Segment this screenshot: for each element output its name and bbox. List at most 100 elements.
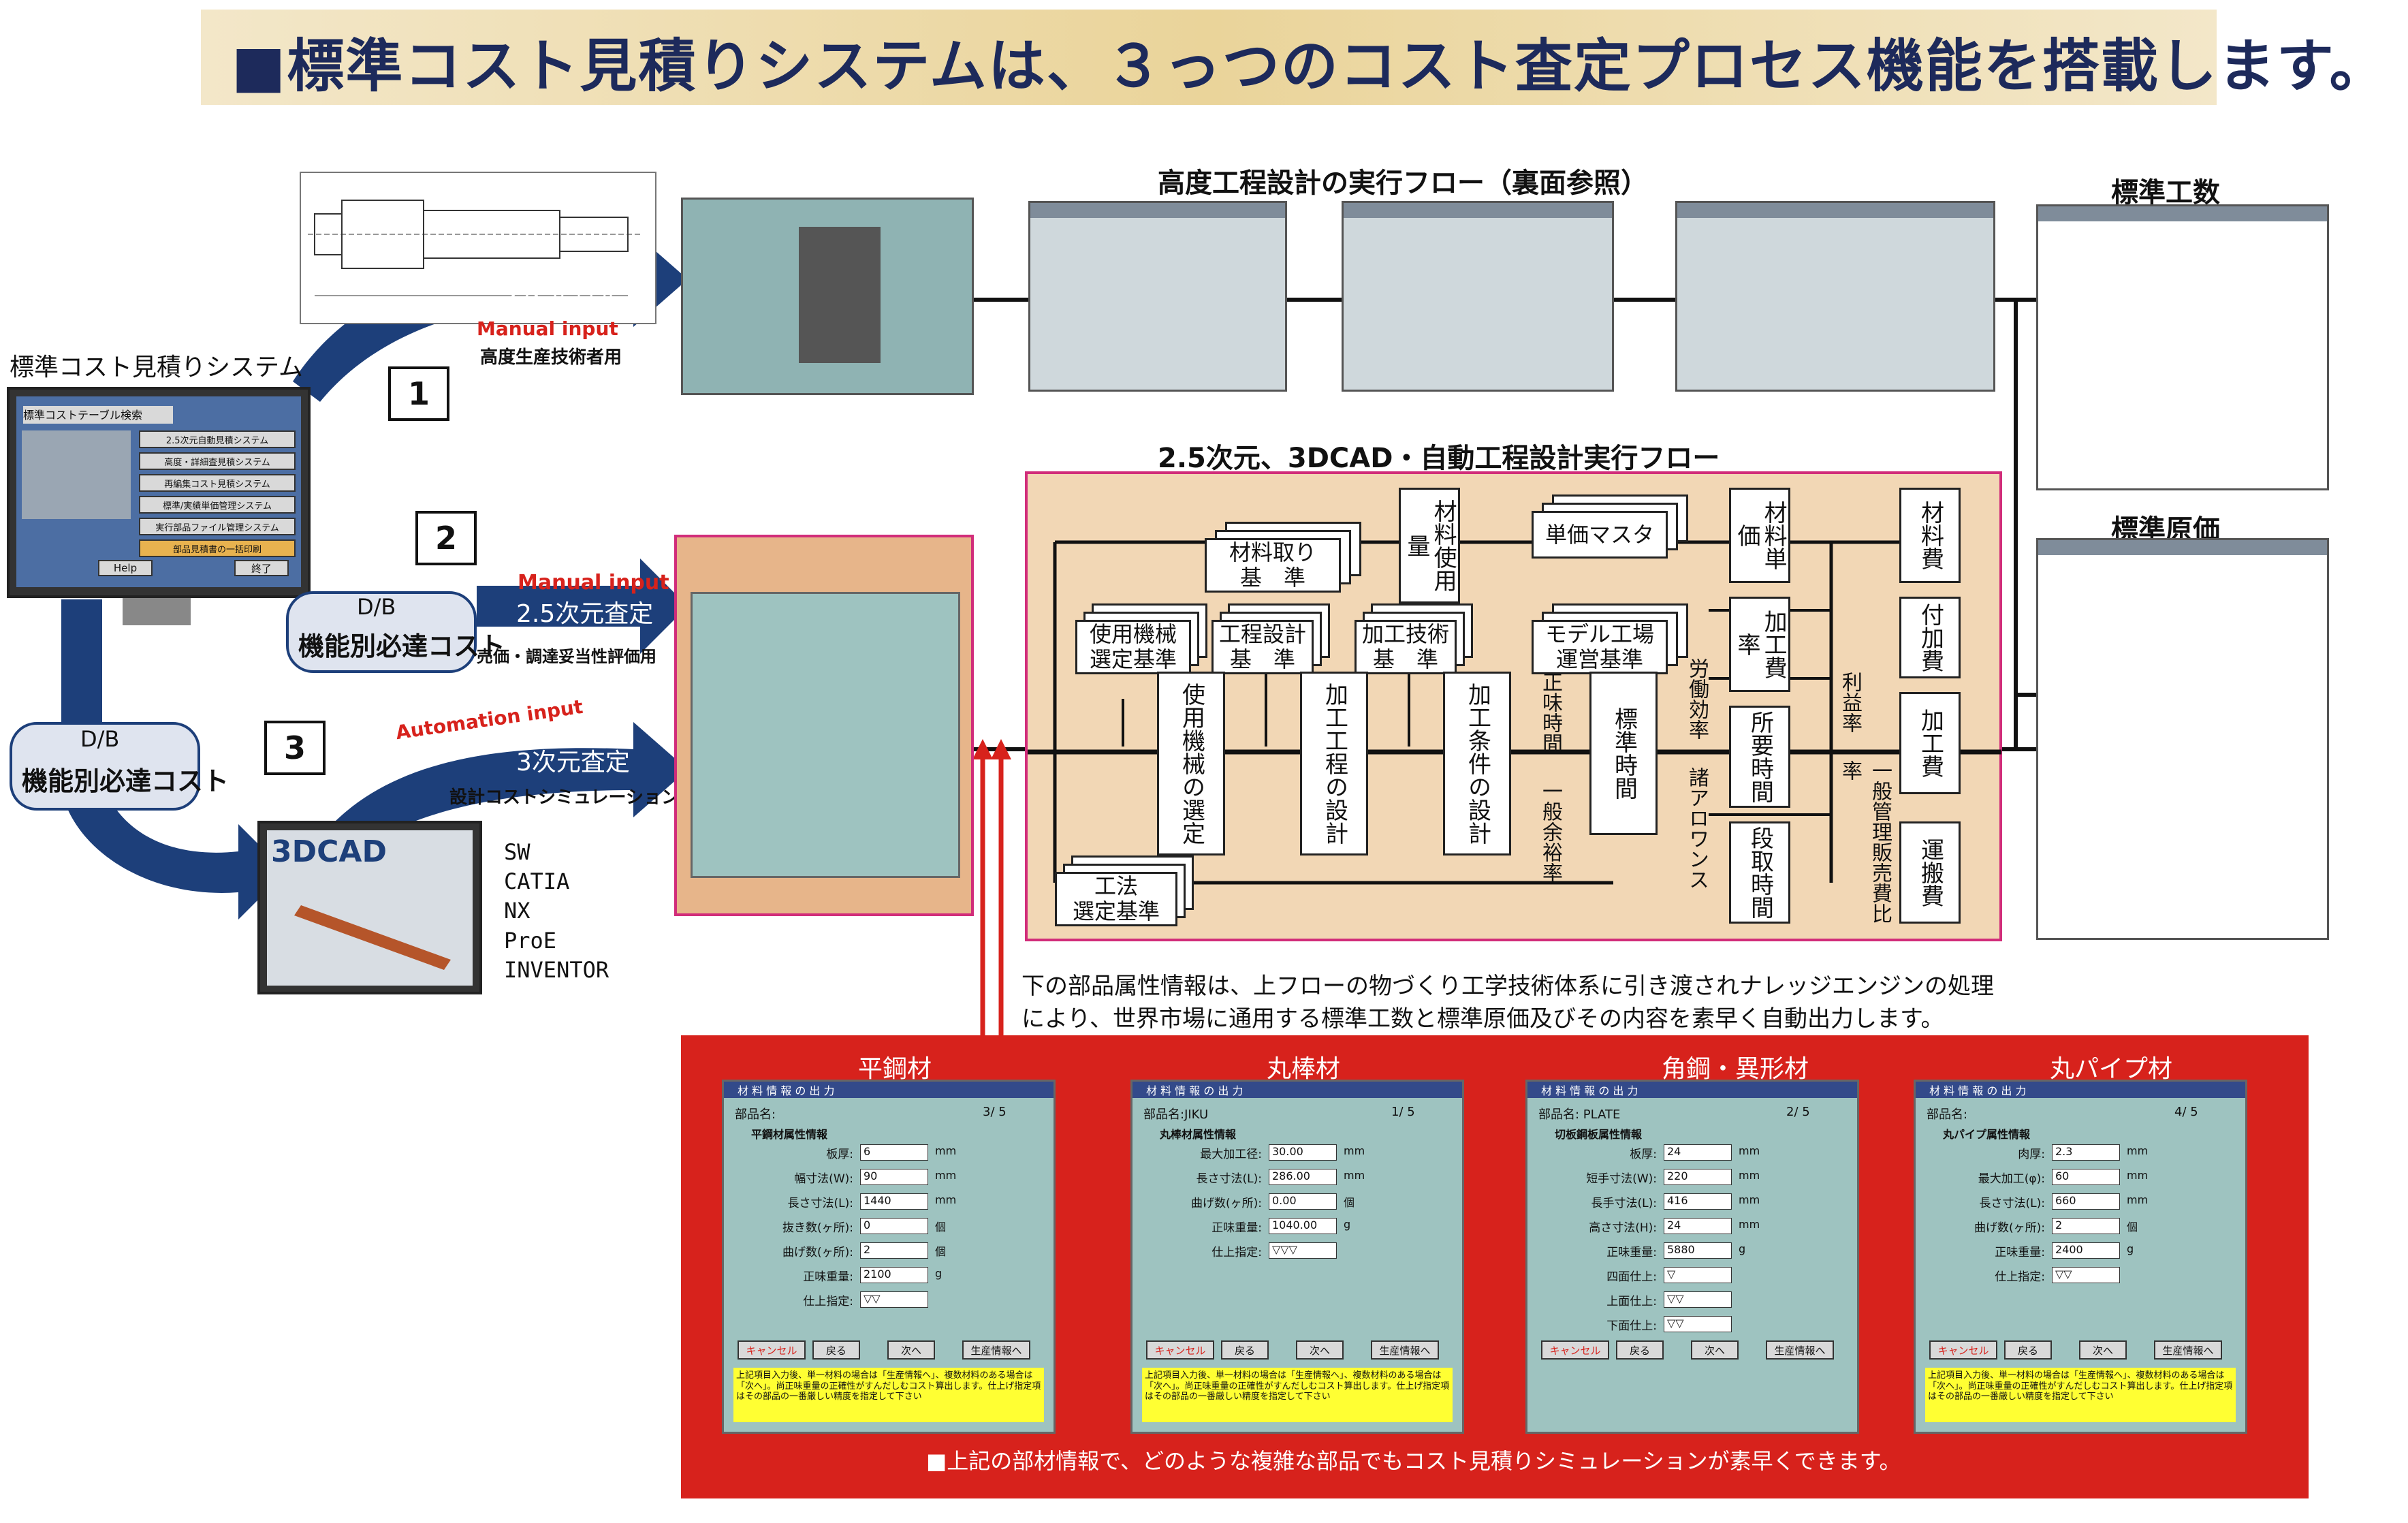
field-input[interactable]: 416 (1664, 1193, 1732, 1210)
production-info-button[interactable]: 生産情報へ (2154, 1340, 2222, 1360)
field-input[interactable]: 2400 (2052, 1242, 2120, 1259)
next-button[interactable]: 次へ (2079, 1340, 2127, 1360)
group-label: 平鋼材属性情報 (751, 1128, 828, 1141)
db1-text: 機能別必達コスト (298, 631, 506, 661)
stack-price-label: 単価マスタ (1532, 511, 1668, 559)
field-unit: mm (2127, 1169, 2149, 1182)
menu-item-6[interactable]: 部品見積書の一括印刷 (139, 539, 296, 557)
box-machine-selection: 使用機械の選定 (1157, 672, 1225, 855)
menu-item-3[interactable]: 再編集コスト見積システム (139, 474, 296, 492)
field-input[interactable]: 2 (2052, 1218, 2120, 1234)
route2-number: 2 (415, 511, 477, 565)
field-input[interactable]: ▽▽▽ (1269, 1242, 1337, 1259)
page-number: 1/ 5 (1391, 1105, 1415, 1119)
field-unit: mm (2127, 1193, 2149, 1206)
stack-price: 単価マスタ (1532, 494, 1695, 569)
field-label: 曲げ数(ヶ所): (1191, 1197, 1262, 1210)
back-button[interactable]: 戻る (2004, 1340, 2052, 1360)
field-input[interactable]: 90 (860, 1169, 928, 1185)
menu-item-4[interactable]: 標準/実績単価管理システム (139, 496, 296, 514)
field-label: 短手寸法(W): (1586, 1172, 1657, 1186)
part-name-label: 部品名:JIKU (1143, 1108, 1209, 1122)
field-unit: mm (2127, 1144, 2149, 1157)
field-input[interactable]: ▽▽ (1664, 1316, 1732, 1332)
field-input[interactable]: 286.00 (1269, 1169, 1337, 1185)
field-input[interactable]: 60 (2052, 1169, 2120, 1185)
route1-eval-label: 2次元査定 (504, 280, 624, 310)
production-info-button[interactable]: 生産情報へ (1766, 1340, 1834, 1360)
field-unit: mm (935, 1169, 957, 1182)
field-input[interactable]: ▽▽ (860, 1291, 928, 1308)
material-title: 平鋼材 (858, 1055, 932, 1083)
back-button[interactable]: 戻る (1616, 1340, 1664, 1360)
field-label: 長さ寸法(L): (1196, 1172, 1262, 1186)
field-input[interactable]: 24 (1664, 1144, 1732, 1161)
stack-tech-label: 加工技術 基 準 (1354, 620, 1457, 674)
box-process-design: 加工工程の設計 (1300, 672, 1368, 855)
back-button[interactable]: 戻る (812, 1340, 860, 1360)
field-input[interactable]: 24 (1664, 1218, 1732, 1234)
production-info-button[interactable]: 生産情報へ (1371, 1340, 1439, 1360)
back-button[interactable]: 戻る (1221, 1340, 1269, 1360)
box-condition-design: 加工条件の設計 (1443, 672, 1511, 855)
next-button[interactable]: 次へ (1296, 1340, 1344, 1360)
field-input[interactable]: ▽▽ (2052, 1267, 2120, 1283)
field-input[interactable]: 0.00 (1269, 1193, 1337, 1210)
stack-process-label: 工程設計 基 準 (1211, 620, 1314, 674)
field-unit: mm (1344, 1144, 1365, 1157)
field-input[interactable]: 220 (1664, 1169, 1732, 1185)
next-button[interactable]: 次へ (1691, 1340, 1739, 1360)
next-button[interactable]: 次へ (887, 1340, 935, 1360)
field-label: 板厚: (1630, 1148, 1657, 1161)
box-setup-time: 段取時間 (1729, 821, 1790, 924)
footer-text: ■上記の部材情報で、どのような複雑な部品でもコスト見積りシミュレーションが素早く… (926, 1448, 1901, 1474)
box-transport-cost: 運搬費 (1899, 821, 1961, 924)
description-text: 下の部品属性情報は、上フローの物づくり工学技術体系に引き渡されナレッジエンジンの… (1021, 973, 1994, 1033)
material-title: 丸パイプ材 (2050, 1055, 2173, 1083)
flow1-title: 高度工程設計の実行フロー（裏面参照） (1158, 168, 1648, 199)
machine-image (22, 430, 131, 519)
exit-button[interactable]: 終了 (234, 560, 289, 576)
page-number: 3/ 5 (983, 1105, 1007, 1119)
field-input[interactable]: 2.3 (2052, 1144, 2120, 1161)
field-input[interactable]: ▽ (1664, 1267, 1732, 1283)
field-input[interactable]: 30.00 (1269, 1144, 1337, 1161)
field-label: 高さ寸法(H): (1589, 1221, 1657, 1235)
cancel-button[interactable]: キャンセル (1541, 1340, 1609, 1360)
menu-item-1[interactable]: 2.5次元自動見積システム (139, 430, 296, 448)
field-input[interactable]: ▽▽ (1664, 1291, 1732, 1308)
db2-text: 機能別必達コスト (22, 766, 229, 796)
field-input[interactable]: 6 (860, 1144, 928, 1161)
system-screen-header: 標準コストテーブル検索 (23, 406, 173, 424)
cancel-button[interactable]: キャンセル (1146, 1340, 1214, 1360)
field-input[interactable]: 5880 (1664, 1242, 1732, 1259)
stack-machine: 使用機械 選定基準 (1075, 603, 1211, 685)
production-info-button[interactable]: 生産情報へ (962, 1340, 1030, 1360)
field-input[interactable]: 660 (2052, 1193, 2120, 1210)
flow1-screen-3 (1342, 201, 1614, 392)
field-label: 長手寸法(L): (1591, 1197, 1657, 1210)
field-input[interactable]: 1440 (860, 1193, 928, 1210)
stack-model-label: モデル工場 運営基準 (1532, 620, 1668, 674)
cancel-button[interactable]: キャンセル (738, 1340, 806, 1360)
route3-sub-label: 設計コストシミュレーション (449, 787, 679, 808)
page-number: 4/ 5 (2174, 1105, 2198, 1119)
2d-drawing-thumbnail (300, 172, 656, 324)
help-button[interactable]: Help (98, 560, 153, 576)
field-input[interactable]: 2100 (860, 1267, 928, 1283)
stack-process: 工程設計 基 準 (1211, 603, 1348, 685)
cancel-button[interactable]: キャンセル (1929, 1340, 1997, 1360)
field-input[interactable]: 2 (860, 1242, 928, 1259)
stack-tech: 加工技術 基 準 (1354, 603, 1491, 685)
cad-inventor: INVENTOR (504, 956, 609, 983)
system-menu: 2.5次元自動見積システム 高度・詳細査見積システム 再編集コスト見積システム … (139, 430, 296, 557)
flow1-screen-2 (1028, 201, 1287, 392)
field-input[interactable]: 0 (860, 1218, 928, 1234)
field-input[interactable]: 1040.00 (1269, 1218, 1337, 1234)
route1-sub-label: 高度生産技術者用 (480, 347, 622, 368)
system-monitor: 標準コストテーブル検索 2.5次元自動見積システム 高度・詳細査見積システム 再… (7, 387, 311, 598)
label-allowance-rate: 一般余裕率 (1538, 781, 1562, 883)
menu-item-5[interactable]: 実行部品ファイル管理システム (139, 518, 296, 535)
menu-item-2[interactable]: 高度・詳細査見積システム (139, 452, 296, 470)
monitor-stand (123, 598, 191, 625)
